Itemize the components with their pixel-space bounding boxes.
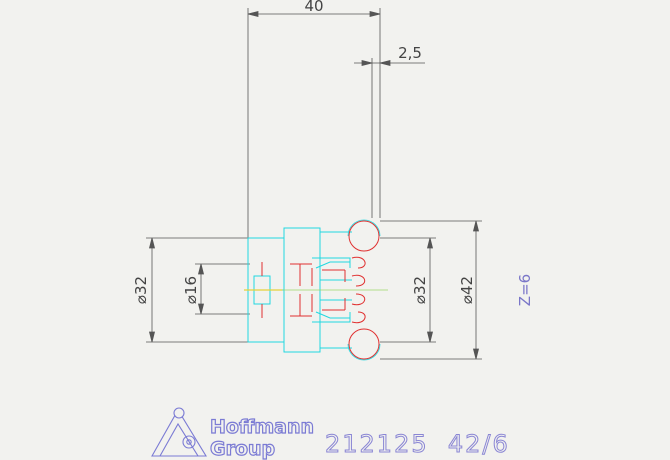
hidden-lines — [261, 262, 346, 318]
dimension-length-40 — [247, 8, 381, 238]
brand-name-line1: Hoffmann — [210, 416, 314, 438]
dimension-shank-diameter — [146, 237, 250, 343]
dimension-shank-label: ⌀32 — [132, 276, 150, 304]
dimension-bore-label: ⌀16 — [182, 276, 200, 304]
dimension-cutting-label: ⌀42 — [458, 276, 476, 304]
cutting-teeth-outline — [347, 219, 381, 361]
dimension-cutting-diameter — [380, 220, 482, 360]
part-number: 212125 42/6 — [325, 430, 510, 458]
dimension-body-diameter — [380, 237, 436, 343]
dimension-length-label: 40 — [304, 0, 323, 15]
hoffmann-logo-icon — [151, 407, 207, 457]
brand-name-line2: Group — [210, 438, 275, 460]
dimension-bore-diameter — [195, 263, 250, 315]
dimension-offset-label: 2,5 — [398, 44, 422, 62]
dimension-body-label: ⌀32 — [411, 276, 429, 304]
cutting-teeth — [348, 220, 380, 360]
teeth-count-label: Z=6 — [516, 274, 534, 306]
dimension-offset-2-5 — [354, 58, 425, 218]
